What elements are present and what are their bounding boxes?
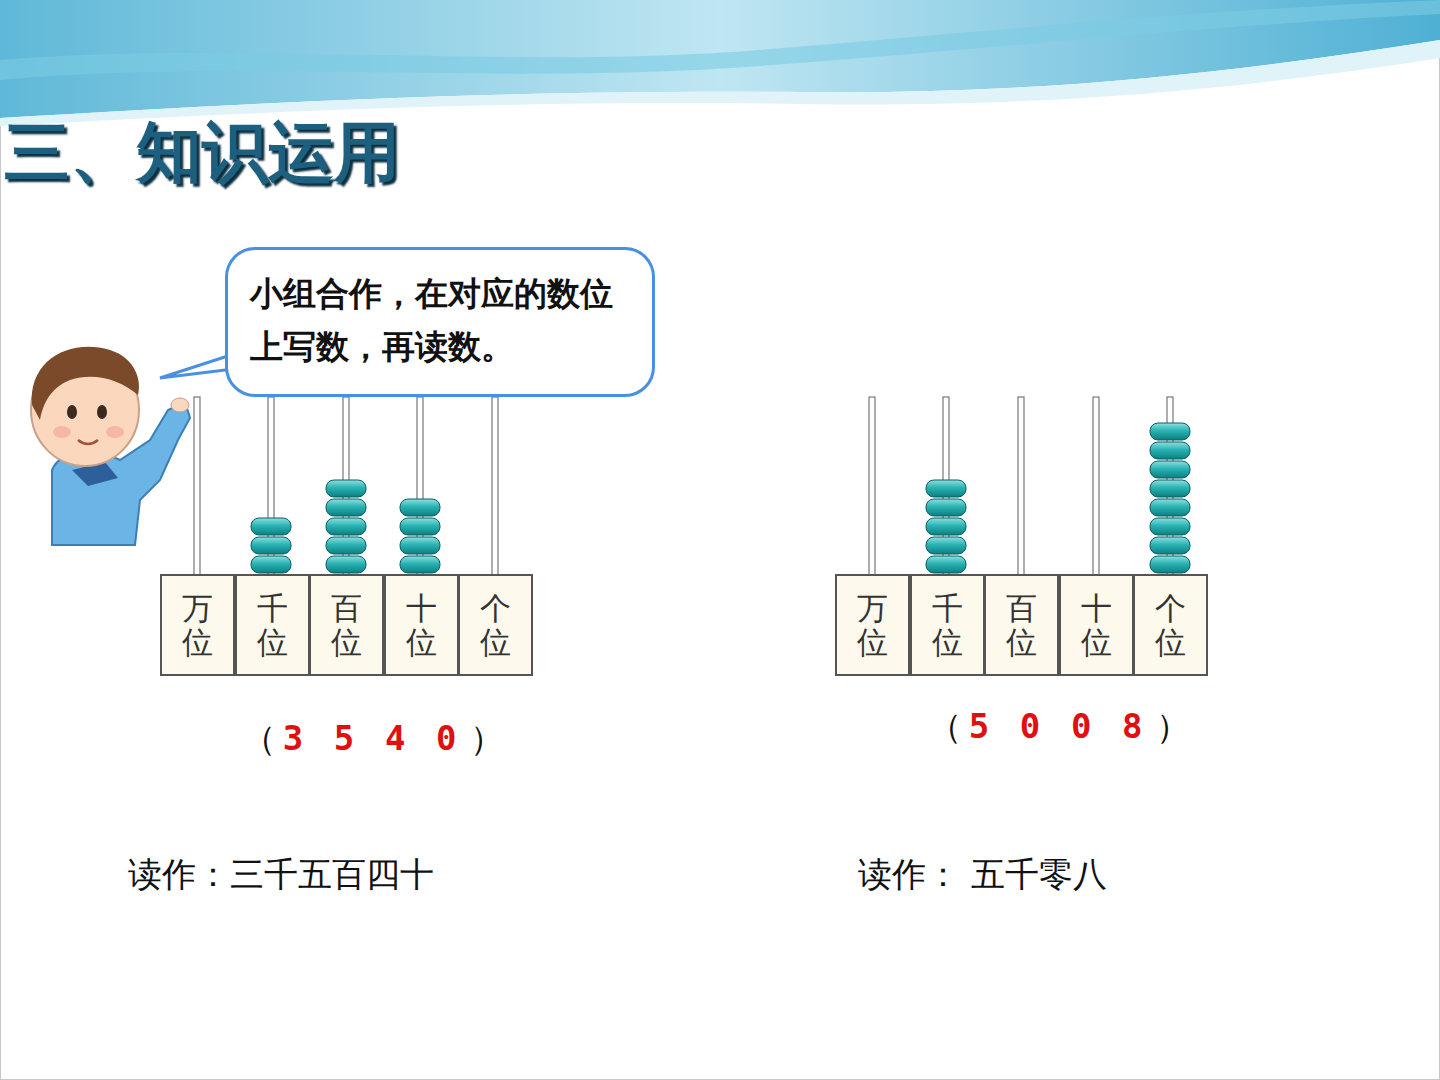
abacus-rod — [492, 397, 498, 575]
answer-line: （3540） — [242, 716, 504, 762]
bracket: ） — [470, 716, 504, 762]
place-value-cell: 万位 — [835, 574, 910, 676]
abacus-bead — [251, 556, 291, 573]
reading-text: 读作：三千五百四十 — [128, 852, 434, 898]
abacus-bead — [1150, 556, 1190, 573]
place-value-cell: 万位 — [160, 574, 235, 676]
place-name: 万位 — [182, 591, 213, 659]
abacus-bead — [926, 518, 966, 535]
abacus-bead — [326, 480, 366, 497]
abacus-rod — [869, 397, 875, 575]
abacus-bead — [926, 537, 966, 554]
place-value-cell: 个位 — [458, 574, 533, 676]
abacus-rod — [194, 397, 200, 575]
place-name: 十位 — [406, 591, 437, 659]
place-name: 个位 — [1155, 591, 1186, 659]
slide-title: 三、知识运用 — [4, 108, 400, 198]
place-value-cell: 百位 — [309, 574, 384, 676]
abacus-bead — [1150, 499, 1190, 516]
answer-number: 3540 — [283, 718, 487, 758]
abacus-bead — [1150, 480, 1190, 497]
place-name: 百位 — [331, 591, 362, 659]
place-value-cell: 十位 — [384, 574, 459, 676]
abacus-bead — [926, 480, 966, 497]
place-name: 个位 — [480, 591, 511, 659]
abacus-bead — [251, 518, 291, 535]
place-value-cell: 百位 — [984, 574, 1059, 676]
abacus-bead — [251, 537, 291, 554]
abacus-bead — [1150, 537, 1190, 554]
place-value-cell: 千位 — [910, 574, 985, 676]
abacus-bead — [400, 499, 440, 516]
place-name: 百位 — [1006, 591, 1037, 659]
place-name: 十位 — [1081, 591, 1112, 659]
bracket: ） — [1156, 704, 1190, 750]
abacus-rod — [1018, 397, 1024, 575]
abacus-bead — [926, 499, 966, 516]
place-name: 千位 — [932, 591, 963, 659]
abacus-art — [194, 397, 1190, 575]
speech-bubble: 小组合作，在对应的数位上写数，再读数。 — [225, 247, 655, 397]
place-value-cell: 十位 — [1059, 574, 1134, 676]
abacus-bead — [326, 537, 366, 554]
answer-line: （5008） — [928, 704, 1190, 750]
abacus-bead — [1150, 518, 1190, 535]
place-value-cell: 千位 — [235, 574, 310, 676]
bracket: （ — [242, 716, 276, 762]
place-name: 千位 — [257, 591, 288, 659]
abacus-bead — [926, 556, 966, 573]
abacus-bead — [326, 518, 366, 535]
abacus-bead — [1150, 423, 1190, 440]
header-wave-mid — [0, 0, 1440, 80]
answer-number: 5008 — [969, 706, 1173, 746]
abacus-bead — [400, 537, 440, 554]
boy-illustration — [31, 347, 190, 545]
bracket: （ — [928, 704, 962, 750]
abacus-bead — [326, 556, 366, 573]
place-value-cell: 个位 — [1133, 574, 1208, 676]
place-name: 万位 — [857, 591, 888, 659]
abacus-bead — [1150, 442, 1190, 459]
abacus-bead — [326, 499, 366, 516]
reading-text: 读作： 五千零八 — [858, 852, 1107, 898]
abacus-bead — [1150, 461, 1190, 478]
abacus-rod — [1093, 397, 1099, 575]
abacus-bead — [400, 518, 440, 535]
abacus-bead — [400, 556, 440, 573]
bubble-text: 小组合作，在对应的数位上写数，再读数。 — [250, 268, 630, 374]
